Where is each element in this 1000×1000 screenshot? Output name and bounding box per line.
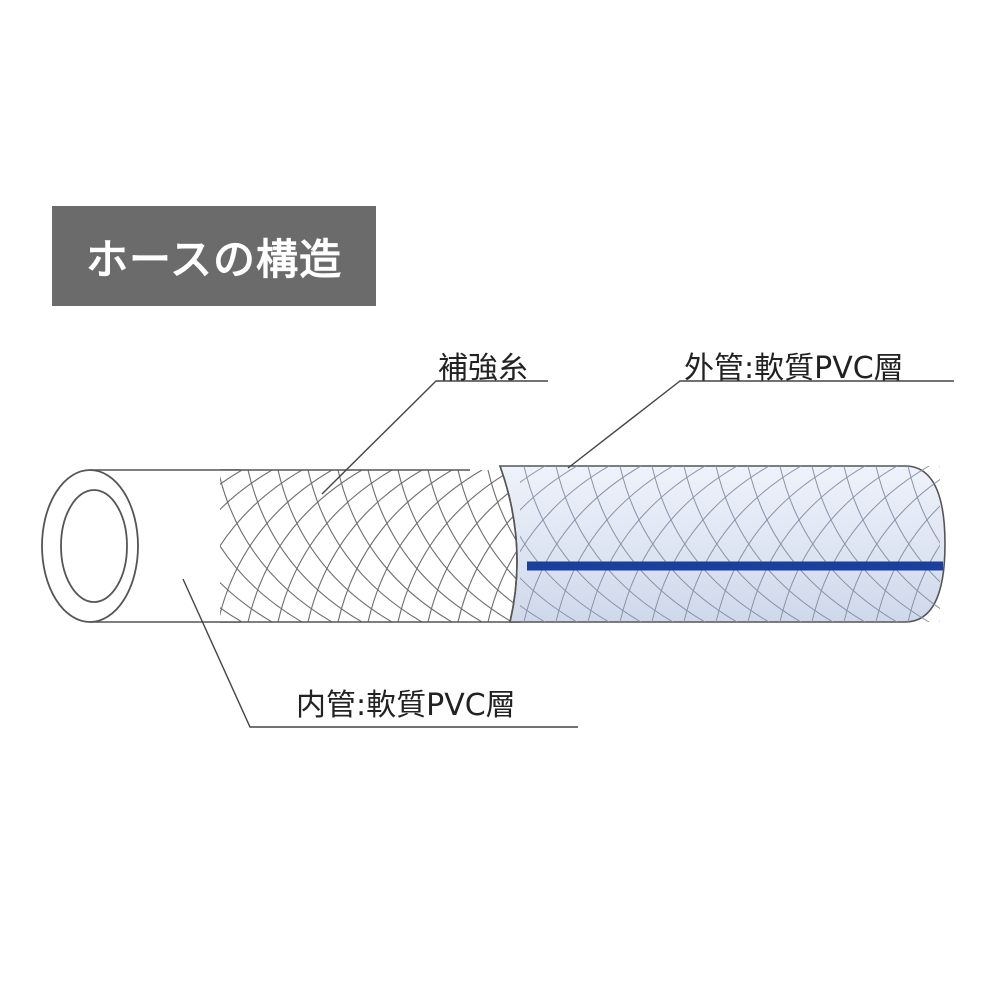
braid-strand bbox=[457, 499, 530, 622]
braid-strand bbox=[843, 478, 940, 622]
hose-end-ring bbox=[41, 469, 139, 623]
braid-strand bbox=[220, 470, 243, 485]
braid-strand bbox=[715, 466, 834, 622]
braid-strand bbox=[523, 466, 642, 622]
braid-strand bbox=[220, 544, 303, 622]
braid-strand bbox=[220, 581, 273, 622]
leader-inner-tube bbox=[182, 578, 578, 728]
braid-strand bbox=[587, 466, 706, 622]
braid-strand bbox=[843, 466, 940, 610]
braid-strand bbox=[367, 470, 483, 622]
title-banner: ホースの構造 bbox=[52, 206, 376, 306]
braid-strand bbox=[715, 466, 834, 622]
title-text: ホースの構造 bbox=[86, 234, 342, 284]
braid-strand bbox=[972, 466, 1000, 622]
braid-strand bbox=[907, 466, 940, 544]
braid-strand bbox=[520, 466, 610, 553]
leader-reinforcement bbox=[321, 380, 548, 495]
outer-tube bbox=[498, 465, 1000, 623]
braid-strand bbox=[651, 466, 770, 622]
braid-strand bbox=[555, 466, 674, 622]
braid-strand bbox=[337, 470, 453, 622]
leader-lines bbox=[182, 380, 954, 728]
label-outer-tube: 外管:軟質PVC層 bbox=[684, 351, 904, 386]
braid-strand bbox=[779, 466, 898, 622]
braid-strand bbox=[939, 466, 940, 469]
braid-strand bbox=[619, 466, 738, 622]
braid-strand bbox=[247, 470, 363, 622]
braid-strand bbox=[520, 466, 578, 511]
label-reinforcement: 補強糸 bbox=[438, 351, 528, 386]
braid-strand bbox=[520, 577, 578, 622]
braid-strand bbox=[520, 466, 546, 484]
braid-strand bbox=[520, 535, 610, 622]
braid-strand bbox=[367, 470, 483, 622]
braid-strand bbox=[619, 466, 738, 622]
braid-strand bbox=[907, 544, 940, 622]
braid-strand bbox=[811, 466, 930, 622]
braid-strand bbox=[587, 466, 706, 622]
braid-strand bbox=[457, 470, 530, 593]
braid-strand bbox=[875, 505, 940, 622]
braid-strand bbox=[220, 470, 333, 617]
leader-outer-tube bbox=[567, 380, 954, 469]
braid-strand bbox=[220, 470, 303, 548]
braid-strand bbox=[397, 470, 513, 622]
braid-strand bbox=[277, 470, 393, 622]
braid-strand bbox=[247, 470, 363, 622]
braid-strand bbox=[939, 619, 940, 622]
braid-strand bbox=[523, 466, 642, 622]
braid-strand bbox=[220, 475, 333, 622]
braid-strand bbox=[747, 466, 866, 622]
braid-strand bbox=[277, 470, 393, 622]
braid-strand bbox=[747, 466, 866, 622]
braid-strand bbox=[307, 470, 423, 622]
braid-strand bbox=[651, 466, 770, 622]
braid-strand bbox=[683, 466, 802, 622]
braid-strand bbox=[397, 470, 513, 622]
reinforcement-braid bbox=[220, 469, 530, 623]
braid-strand bbox=[555, 466, 674, 622]
braid-strand bbox=[337, 470, 453, 622]
braid-strand bbox=[220, 607, 243, 622]
braid-strand bbox=[972, 466, 1000, 622]
braid-strand bbox=[520, 604, 546, 622]
braid-strand bbox=[220, 470, 273, 511]
braid-strand bbox=[683, 466, 802, 622]
braid-strand bbox=[811, 466, 930, 622]
braid-strand bbox=[307, 470, 423, 622]
label-inner-tube: 内管:軟質PVC層 bbox=[296, 688, 516, 723]
braid-strand bbox=[779, 466, 898, 622]
braid-strand bbox=[875, 466, 940, 583]
